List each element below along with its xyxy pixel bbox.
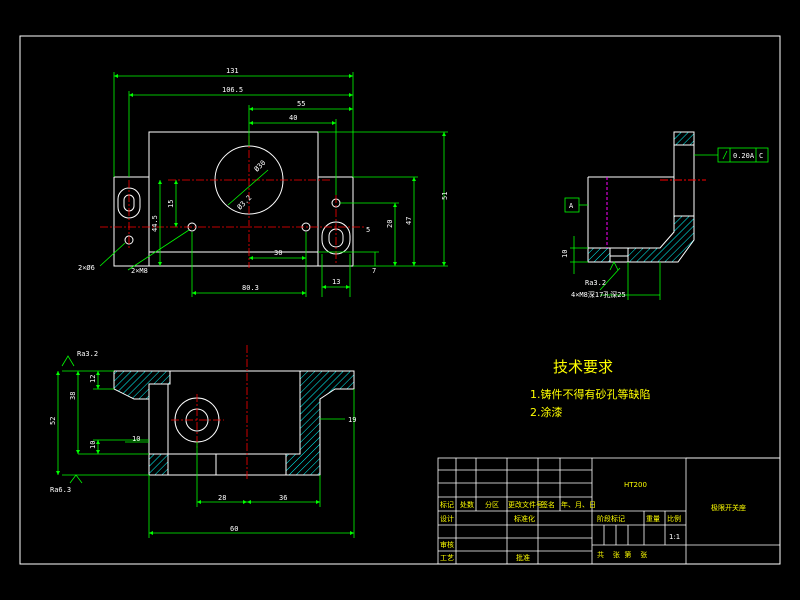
dim-bore-span: 40 bbox=[289, 114, 297, 122]
side-dim-10: 10 bbox=[561, 250, 569, 258]
holes-2x: 2×Ø6 bbox=[78, 264, 95, 272]
tech-line-2: 2.涂漆 bbox=[530, 405, 563, 419]
front-hatch-left bbox=[113, 370, 171, 476]
tb-sheets: 共 张 第 张 bbox=[597, 550, 647, 559]
dim-bore-pos: 55 bbox=[297, 100, 305, 108]
dim-overall: 131 bbox=[226, 67, 239, 75]
front-dim-10b: 10 bbox=[132, 435, 140, 443]
dim-height-47: 47 bbox=[405, 217, 413, 225]
holes-2xm: 2×M8 bbox=[131, 267, 148, 275]
side-hatch-top bbox=[673, 131, 695, 146]
side-hatch-wall bbox=[627, 215, 695, 263]
flatness-value: 0.20A bbox=[733, 152, 755, 160]
side-hatch-base-left bbox=[587, 247, 611, 263]
side-roughness: Ra3.2 bbox=[585, 279, 606, 287]
top-view: 131 106.5 55 40 30 80.3 13 51 47 20 7 5 … bbox=[78, 67, 449, 297]
material: HT200 bbox=[624, 481, 647, 489]
dim-30: 30 bbox=[274, 249, 282, 257]
tb-date: 年、月、日 bbox=[561, 500, 596, 509]
tech-title: 技术要求 bbox=[553, 358, 613, 376]
chamfer-label: Ø3.2 bbox=[236, 194, 254, 212]
tb-standardize: 标准化 bbox=[514, 514, 535, 523]
tb-scale: 1:1 bbox=[669, 533, 680, 541]
tb-weight: 重量 bbox=[646, 515, 660, 523]
title-block bbox=[437, 457, 781, 565]
front-dim-38: 38 bbox=[69, 392, 77, 400]
tb-process: 工艺 bbox=[440, 554, 454, 562]
front-dim-28: 28 bbox=[218, 494, 226, 502]
front-dim-60: 60 bbox=[230, 525, 238, 533]
dim-height-20: 20 bbox=[386, 220, 394, 228]
front-dim-12: 12 bbox=[89, 375, 97, 383]
dim-height-right: 51 bbox=[441, 192, 449, 200]
part-name: 极限开关座 bbox=[711, 503, 746, 512]
tb-stage-mark: 阶段标记 bbox=[597, 514, 625, 523]
front-roughness-bottom: Ra6.3 bbox=[50, 486, 71, 494]
front-dim-36: 36 bbox=[279, 494, 287, 502]
tb-zone: 分区 bbox=[485, 500, 499, 509]
bore-label: Ø30 bbox=[253, 159, 268, 174]
dim-width: 106.5 bbox=[222, 86, 243, 94]
tech-line-1: 1.铸件不得有砂孔等缺陷 bbox=[530, 387, 651, 401]
tech-requirements: 技术要求 1.铸件不得有砂孔等缺陷 2.涂漆 bbox=[530, 358, 651, 419]
side-datum: A bbox=[569, 202, 574, 210]
tb-approve: 批准 bbox=[516, 553, 530, 562]
tb-change-doc: 更改文件号 bbox=[508, 500, 543, 509]
side-view: A 0.20A C 10 Ra3.2 4×M8深17孔深25 bbox=[561, 131, 769, 300]
dim-80: 80.3 bbox=[242, 284, 259, 292]
thread-note: 4×M8深17孔深25 bbox=[571, 290, 626, 299]
front-roughness-top: Ra3.2 bbox=[77, 350, 98, 358]
front-dim-19: 19 bbox=[348, 416, 356, 424]
tb-scale-label: 比例 bbox=[667, 514, 681, 523]
dim-left-44: 44.5 bbox=[151, 215, 159, 232]
tb-signature: 签名 bbox=[541, 500, 555, 509]
dim-height-5: 5 bbox=[366, 226, 370, 234]
flatness-ref: C bbox=[759, 152, 763, 160]
tb-count: 处数 bbox=[460, 500, 474, 509]
drawing-border bbox=[19, 35, 781, 565]
top-view-outline bbox=[113, 131, 354, 267]
front-dim-10a: 10 bbox=[89, 441, 97, 449]
tb-review: 审核 bbox=[440, 540, 454, 549]
tb-mark: 标记 bbox=[440, 500, 454, 509]
dim-left-15: 15 bbox=[167, 200, 175, 208]
dim-height-7: 7 bbox=[372, 267, 376, 275]
front-hatch-right bbox=[285, 370, 355, 476]
tb-design: 设计 bbox=[440, 514, 454, 523]
front-view: Ra3.2 Ra6.3 12 38 52 10 10 19 28 36 60 bbox=[49, 345, 356, 538]
dim-13: 13 bbox=[332, 278, 340, 286]
front-dim-52: 52 bbox=[49, 417, 57, 425]
